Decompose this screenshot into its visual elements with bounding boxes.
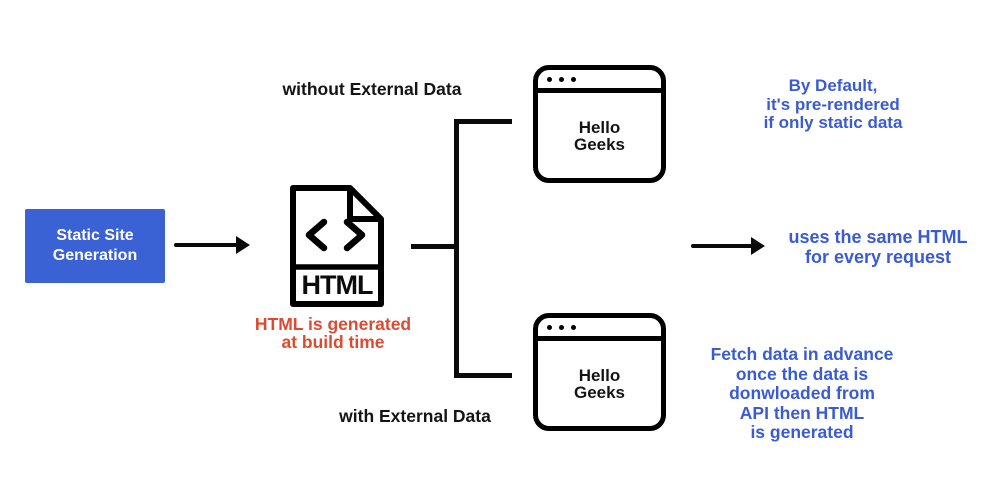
connector-top-stub-line xyxy=(454,119,512,124)
window-dot-icon xyxy=(547,324,552,330)
arrow-right-head-icon xyxy=(751,237,765,255)
browser-titlebar xyxy=(538,318,661,341)
window-dot-icon xyxy=(571,324,576,330)
arrow-right-icon xyxy=(691,244,753,248)
html-file-icon: HTML xyxy=(287,185,387,307)
browser-window-top: Hello Geeks xyxy=(533,65,666,183)
browser-content-text: Hello Geeks xyxy=(573,117,626,154)
without-external-data-label: without External Data xyxy=(282,79,462,99)
browser-titlebar xyxy=(538,70,661,93)
note-pre-rendered: By Default, it's pre-rendered if only st… xyxy=(763,76,903,132)
note-fetch-data: Fetch data in advance once the data is d… xyxy=(710,344,894,442)
build-time-caption: HTML is generated at build time xyxy=(254,314,412,352)
connector-bottom-stub-line xyxy=(454,373,512,378)
arrow-right-head-icon xyxy=(236,236,250,254)
with-external-data-label: with External Data xyxy=(339,406,491,426)
file-shape-icon xyxy=(290,185,384,307)
browser-content-text: Hello Geeks xyxy=(573,365,626,402)
html-file-label: HTML xyxy=(301,269,374,300)
static-site-generation-label: Static Site Generation xyxy=(52,227,138,264)
window-dot-icon xyxy=(571,76,576,82)
window-dot-icon xyxy=(559,76,564,82)
browser-window-bottom: Hello Geeks xyxy=(533,313,666,431)
window-dot-icon xyxy=(559,324,564,330)
window-dot-icon xyxy=(547,76,552,82)
file-fold-corner xyxy=(347,188,381,222)
code-chevron-left-icon xyxy=(305,218,328,252)
code-chevron-right-icon xyxy=(343,218,366,252)
connector-vertical-line xyxy=(454,119,459,378)
static-site-generation-box: Static Site Generation xyxy=(25,209,165,283)
connector-middle-line xyxy=(411,244,457,249)
arrow-right-icon xyxy=(174,243,238,247)
note-same-html: uses the same HTML for every request xyxy=(788,227,968,267)
